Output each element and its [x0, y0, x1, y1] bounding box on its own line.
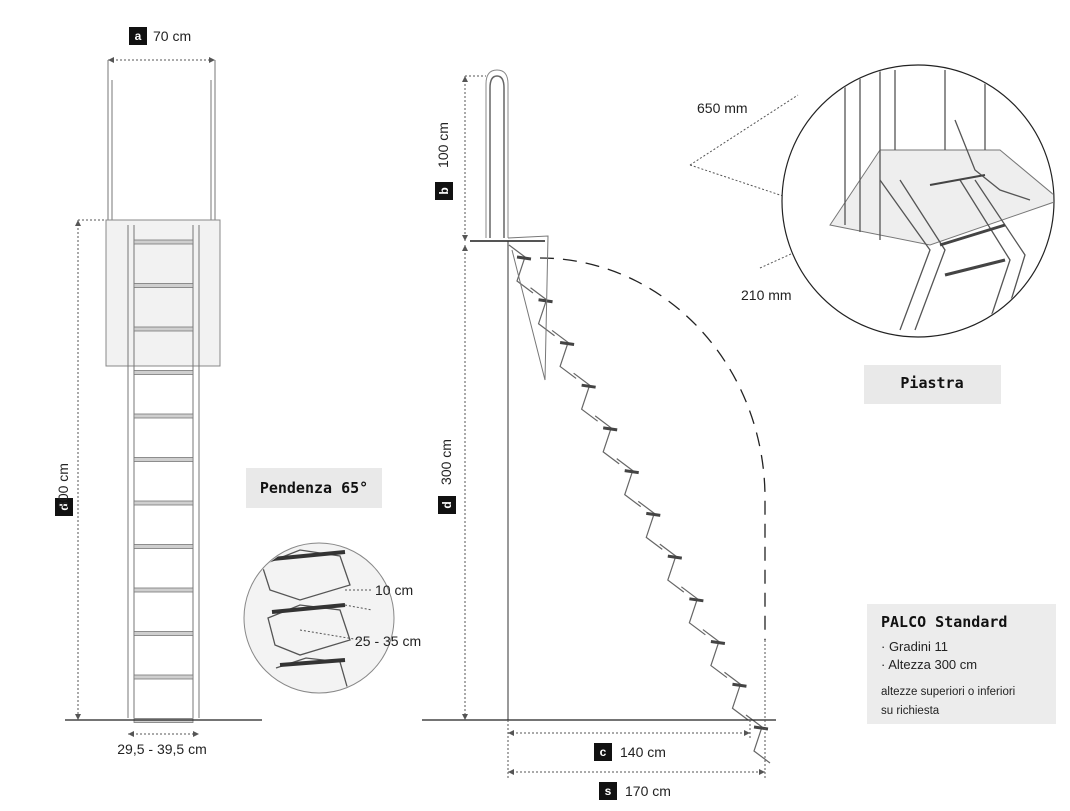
side-step-tread [667, 554, 683, 560]
front-step-tread [133, 326, 194, 332]
slope-box-bg [246, 468, 382, 508]
front-step-tread [133, 544, 194, 549]
scissor-link [681, 586, 706, 636]
side-step-tread [624, 469, 639, 475]
side-height-dimension: d 300 cm [438, 245, 468, 720]
side-height-value: 300 cm [438, 439, 454, 485]
info-line-1: · Gradini 11 [881, 639, 948, 654]
space-value: 170 cm [625, 783, 671, 799]
front-step-tread [133, 674, 194, 680]
front-step-tread [133, 370, 194, 375]
step-detail-drawing [261, 549, 351, 691]
scissor-link [551, 329, 577, 379]
plate-detail-drawing [829, 70, 1053, 331]
front-bottom-dimension: 29,5 - 39,5 cm [117, 731, 207, 757]
front-step-tread [133, 631, 194, 636]
front-height-tag-box [55, 498, 73, 516]
front-step-tread [133, 239, 194, 245]
depth-value: 140 cm [620, 744, 666, 760]
scissor-link [508, 244, 534, 294]
plate-dim-1: 650 mm [697, 100, 748, 116]
step-depth-value: 25 - 35 cm [355, 633, 421, 649]
side-step-tread [602, 426, 618, 432]
scissor-link [594, 415, 620, 465]
side-step-tread [646, 511, 661, 517]
scissor-link [659, 543, 685, 593]
width-tag-letter: a [135, 29, 142, 43]
side-view: b 100 cm d 300 cm c 140 cm [422, 69, 776, 800]
handrail-tag-box [435, 182, 453, 200]
top-mount-bracket [507, 235, 549, 381]
front-step-tread [133, 283, 194, 288]
front-step-tread [133, 500, 194, 506]
scissor-link [530, 287, 555, 337]
handrail-value: 100 cm [435, 122, 451, 168]
info-box: PALCO Standard · Gradini 11 · Altezza 30… [867, 604, 1056, 724]
info-note-2: su richiesta [881, 705, 940, 717]
depth-tag-letter: c [600, 745, 607, 759]
front-step-tread [133, 587, 194, 593]
info-line-2: · Altezza 300 cm [881, 657, 977, 672]
side-step-tread [559, 340, 575, 346]
bottom-width-value: 29,5 - 39,5 cm [117, 741, 207, 757]
front-height-tag-letter: d [57, 503, 71, 510]
info-box-bg [867, 604, 1056, 724]
side-step-tread [581, 383, 596, 389]
scissor-link [745, 714, 771, 764]
info-title: PALCO Standard [881, 613, 1007, 631]
plate-detail: 650 mm 210 mm Piastra [689, 64, 1055, 404]
front-step-tread [133, 413, 194, 419]
plate-title: Piastra [900, 374, 963, 392]
front-height-value: 300 cm [55, 463, 71, 509]
side-height-tag-letter: d [440, 501, 454, 508]
front-view: a 70 cm d 300 cm [55, 27, 262, 757]
front-width-dimension: a 70 cm [108, 27, 215, 63]
side-step-tread [710, 640, 726, 646]
handrail-tag-letter: b [437, 187, 451, 194]
scissor-link [702, 629, 728, 679]
width-value: 70 cm [153, 28, 191, 44]
plate-title-box [864, 365, 1001, 404]
depth-tag-box [594, 743, 612, 761]
plate-dim-2: 210 mm [741, 287, 792, 303]
swing-arc [539, 257, 766, 640]
scissor-link [616, 458, 642, 508]
handrail-dimension: b 100 cm [435, 75, 486, 241]
step-detail-circle [243, 542, 395, 694]
scissor-link [724, 671, 749, 721]
slope-box: Pendenza 65° [246, 468, 382, 508]
space-tag-box [599, 782, 617, 800]
front-height-dimension: d 300 cm [55, 219, 106, 720]
scissor-link [573, 372, 598, 422]
handrail [489, 75, 505, 238]
step-detail: 10 cm 25 - 35 cm [243, 542, 421, 694]
info-note-1: altezze superiori o inferiori [881, 686, 1015, 698]
step-rise-value: 10 cm [375, 582, 413, 598]
depth-dimension: c 140 cm [508, 720, 751, 761]
space-tag-letter: s [605, 784, 612, 798]
space-dimension: s 170 cm [507, 640, 766, 800]
slope-title: Pendenza 65° [260, 479, 368, 497]
side-step-tread [753, 725, 769, 731]
side-ladder [507, 235, 771, 764]
scissor-link [637, 500, 663, 550]
side-step-tread [516, 255, 532, 261]
side-step-tread [732, 682, 747, 688]
width-tag-box [129, 27, 147, 45]
front-step-tread [133, 457, 194, 462]
side-height-tag-box [438, 496, 456, 514]
side-step-tread [538, 298, 553, 304]
side-step-tread [689, 597, 704, 603]
